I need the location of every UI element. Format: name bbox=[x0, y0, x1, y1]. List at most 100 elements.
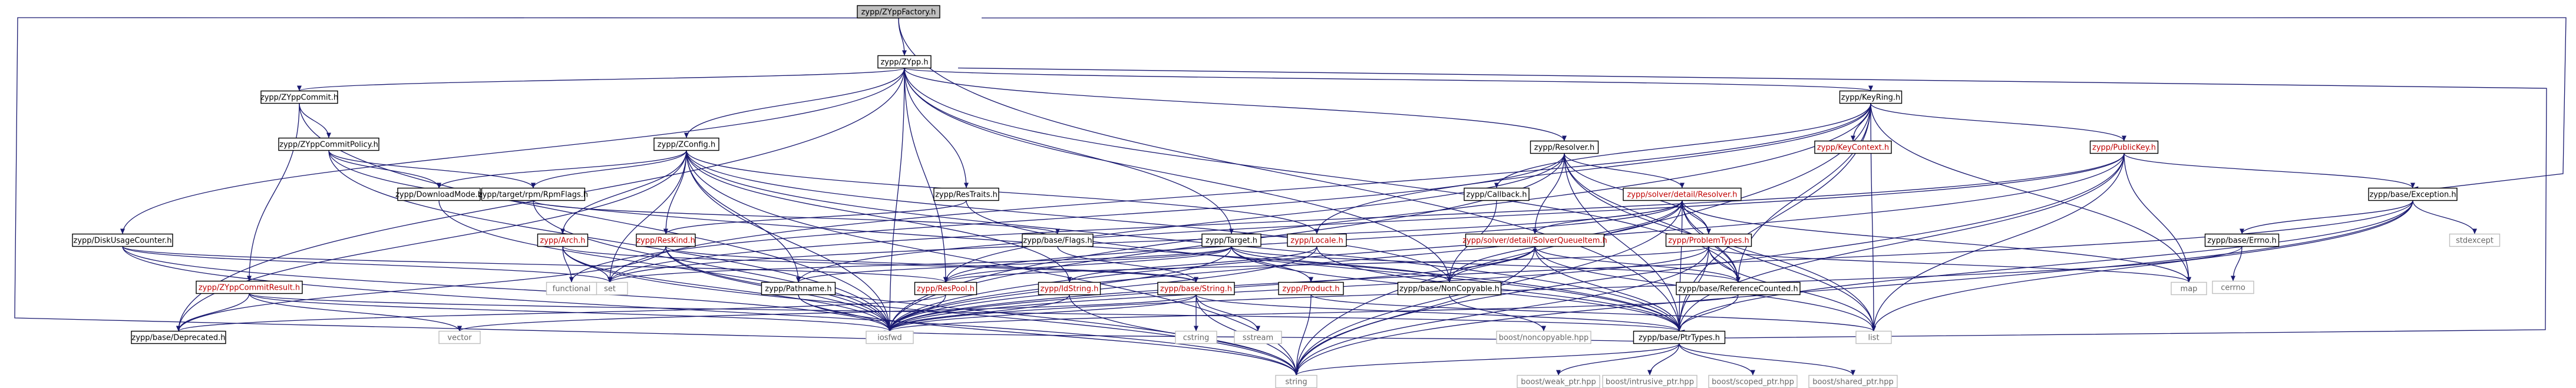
edge-zypp_KeyRing_h-to-set bbox=[609, 103, 1871, 283]
edge-layer bbox=[14, 17, 2567, 376]
edge-zypp_base_Exception_h-to-stdexcept bbox=[2412, 200, 2475, 234]
edge-arrowhead bbox=[1677, 326, 1682, 331]
edge-zypp_ResTraits_h-to-zypp_ResKind_h bbox=[665, 200, 967, 234]
node-label: zypp/ResKind.h bbox=[636, 237, 695, 246]
node-zypp-base-referencecounted-h[interactable]: zypp/base/ReferenceCounted.h bbox=[1676, 281, 1801, 296]
node-zypp-restraits-h[interactable]: zypp/ResTraits.h bbox=[933, 187, 999, 201]
node-label: zypp/ZYppFactory.h bbox=[861, 8, 936, 17]
node-label: zypp/base/Deprecated.h bbox=[132, 334, 226, 343]
edge-arrowhead bbox=[2240, 228, 2244, 234]
node-label: zypp/ZYppCommit.h bbox=[260, 94, 338, 102]
edge-zypp_PublicKey_h-to-string bbox=[1296, 153, 2125, 376]
edge-zypp_target_rpm_RpmFlags_h-to-zypp_base_Flags_h bbox=[533, 200, 1058, 235]
node-cstring: cstring bbox=[1175, 330, 1217, 344]
node-zypp-solver-detail-resolver-h[interactable]: zypp/solver/detail/Resolver.h bbox=[1623, 187, 1742, 201]
node-zypp-zyppcommitresult-h[interactable]: zypp/ZYppCommitResult.h bbox=[196, 280, 303, 294]
node-zypp-callback-h[interactable]: zypp/Callback.h bbox=[1464, 187, 1530, 201]
node-zypp-reskind-h[interactable]: zypp/ResKind.h bbox=[636, 233, 696, 247]
node-zypp-keyring-h[interactable]: zypp/KeyRing.h bbox=[1839, 90, 1903, 104]
node-zypp-base-string-h[interactable]: zypp/base/String.h bbox=[1157, 281, 1235, 296]
edge-arrowhead bbox=[1680, 183, 1685, 188]
node-zypp-base-flags-h[interactable]: zypp/base/Flags.h bbox=[1022, 233, 1094, 247]
node-label: map bbox=[2181, 285, 2198, 294]
node-box bbox=[131, 330, 226, 344]
node-zypp-target-h[interactable]: zypp/Target.h bbox=[1201, 233, 1261, 247]
node-label: zypp/base/PtrTypes.h bbox=[1639, 334, 1720, 343]
node-label: boost/scoped_ptr.hpp bbox=[1712, 378, 1794, 387]
edge-arrowhead bbox=[1194, 326, 1198, 331]
node-label: zypp/ZYppCommitPolicy.h bbox=[279, 141, 378, 150]
edge-zypp_ZConfig_h-to-zypp_DownloadMode_h bbox=[438, 150, 687, 188]
edge-zypp_ZConfig_h-to-zypp_Arch_h bbox=[562, 150, 687, 234]
edge-arrowhead bbox=[684, 132, 689, 138]
node-zypp-pathname-h[interactable]: zypp/Pathname.h bbox=[761, 281, 836, 296]
node-zypp-zyppfactory-h[interactable]: zypp/ZYppFactory.h bbox=[857, 5, 940, 19]
node-zypp-keycontext-h[interactable]: zypp/KeyContext.h bbox=[1814, 140, 1892, 154]
edge-arrowhead bbox=[247, 276, 252, 281]
edge-arrowhead bbox=[1194, 277, 1198, 283]
edge-arrowhead bbox=[943, 277, 948, 283]
node-label: zypp/base/String.h bbox=[1160, 285, 1232, 294]
node-box bbox=[1633, 330, 1726, 344]
edge-zypp_solver_detail_Resolver_h-to-set bbox=[609, 200, 1683, 283]
node-zypp-product-h[interactable]: zypp/Product.h bbox=[1278, 281, 1344, 296]
node-zypp-base-errno-h[interactable]: zypp/base/Errno.h bbox=[2204, 233, 2280, 247]
node-box bbox=[1855, 330, 1892, 344]
node-zypp-solver-detail-solverqueueitem-h[interactable]: zypp/solver/detail/SolverQueueItem.h bbox=[1462, 233, 1607, 247]
node-zypp-publickey-h[interactable]: zypp/PublicKey.h bbox=[2089, 140, 2159, 154]
node-zypp-zyppcommit-h[interactable]: zypp/ZYppCommit.h bbox=[260, 90, 338, 104]
node-box bbox=[1201, 233, 1261, 247]
node-zypp-downloadmode-h[interactable]: zypp/DownloadMode.h bbox=[395, 187, 483, 201]
node-zypp-zypp-h[interactable]: zypp/ZYpp.h bbox=[877, 55, 932, 69]
node-zypp-zconfig-h[interactable]: zypp/ZConfig.h bbox=[653, 137, 719, 151]
node-zypp-respool-h[interactable]: zypp/ResPool.h bbox=[914, 281, 977, 296]
edge-arrowhead bbox=[2122, 135, 2126, 141]
node-label: zypp/Target.h bbox=[1206, 237, 1257, 246]
edge-zypp_Resolver_h-to-zypp_ResPool_h bbox=[945, 153, 1565, 283]
node-zypp-base-exception-h[interactable]: zypp/base/Exception.h bbox=[2368, 187, 2458, 201]
edge-zypp_base_Exception_h-to-list bbox=[1873, 200, 2413, 331]
node-zypp-diskusagecounter-h[interactable]: zypp/DiskUsageCounter.h bbox=[72, 233, 173, 247]
edge-zypp_KeyRing_h-to-zypp_Callback_h bbox=[1496, 103, 1871, 188]
edge-zypp_ZConfig_h-to-zypp_target_rpm_RpmFlags_h bbox=[533, 150, 687, 188]
edge-zypp_ZConfig_h-to-set bbox=[609, 150, 687, 283]
edge-zypp_base_String_h-to-iosfwd bbox=[889, 294, 1197, 331]
node-zypp-arch-h[interactable]: zypp/Arch.h bbox=[537, 233, 589, 247]
edge-zypp_solver_detail_Resolver_h-to-map bbox=[1682, 200, 2189, 283]
node-box bbox=[438, 330, 481, 344]
edge-zypp_PublicKey_h-to-list bbox=[1873, 153, 2125, 331]
edge-arrowhead bbox=[902, 50, 907, 56]
node-zypp-target-rpm-rpmflags-h[interactable]: zypp/target/rpm/RpmFlags.h bbox=[478, 187, 588, 201]
node-zypp-base-ptrtypes-h[interactable]: zypp/base/PtrTypes.h bbox=[1633, 330, 1726, 344]
edge-zypp_base_PtrTypes_h-to-string bbox=[1296, 343, 1680, 376]
node-zypp-resolver-h[interactable]: zypp/Resolver.h bbox=[1530, 140, 1599, 154]
edge-arrowhead bbox=[2231, 276, 2235, 281]
node-zypp-idstring-h[interactable]: zypp/IdString.h bbox=[1038, 281, 1101, 296]
edge-zypp_ResKind_h-to-zypp_base_Deprecated_h bbox=[178, 246, 666, 331]
node-label: boost/weak_ptr.hpp bbox=[1521, 378, 1596, 387]
edge-zypp_PublicKey_h-to-set bbox=[609, 153, 2125, 283]
node-zypp-base-deprecated-h[interactable]: zypp/base/Deprecated.h bbox=[131, 330, 226, 344]
node-label: zypp/PublicKey.h bbox=[2092, 144, 2156, 152]
edge-arrowhead bbox=[1294, 370, 1299, 376]
node-label: zypp/Locale.h bbox=[1290, 237, 1343, 246]
edge-zypp_base_PtrTypes_h-to-iosfwd bbox=[889, 330, 1680, 344]
node-label: zypp/solver/detail/SolverQueueItem.h bbox=[1462, 237, 1607, 246]
node-box bbox=[1022, 233, 1094, 247]
node-zypp-problemtypes-h[interactable]: zypp/ProblemTypes.h bbox=[1665, 233, 1752, 247]
edge-zypp_PublicKey_h-to-zypp_Pathname_h bbox=[798, 153, 2125, 283]
edge-zypp_ZYppCommitPolicy_h-to-iosfwd bbox=[328, 150, 890, 331]
edge-zypp_base_Exception_h-to-iosfwd bbox=[889, 200, 2413, 331]
node-box bbox=[1839, 90, 1903, 104]
node-label: zypp/ZConfig.h bbox=[658, 141, 715, 150]
edge-zypp_ZYpp_h-to-zypp_base_ReferenceCounted_h bbox=[904, 68, 1739, 283]
node-layer: zypp/ZYppFactory.h zypp/ZYpp.h zypp/ZYppCo… bbox=[72, 5, 2501, 388]
edge-arrowhead bbox=[1562, 135, 1567, 141]
edge-zypp_solver_detail_Resolver_h-to-list bbox=[1682, 200, 1874, 331]
node-boost-noncopyable-hpp: boost/noncopyable.hpp bbox=[1496, 330, 1591, 344]
node-zypp-locale-h[interactable]: zypp/Locale.h bbox=[1287, 233, 1347, 247]
node-zypp-base-noncopyable-h[interactable]: zypp/base/NonCopyable.h bbox=[1397, 281, 1502, 296]
node-zypp-zyppcommitpolicy-h[interactable]: zypp/ZYppCommitPolicy.h bbox=[278, 137, 379, 151]
edge-zypp_ZConfig_h-to-zypp_IdString_h bbox=[686, 150, 1070, 283]
